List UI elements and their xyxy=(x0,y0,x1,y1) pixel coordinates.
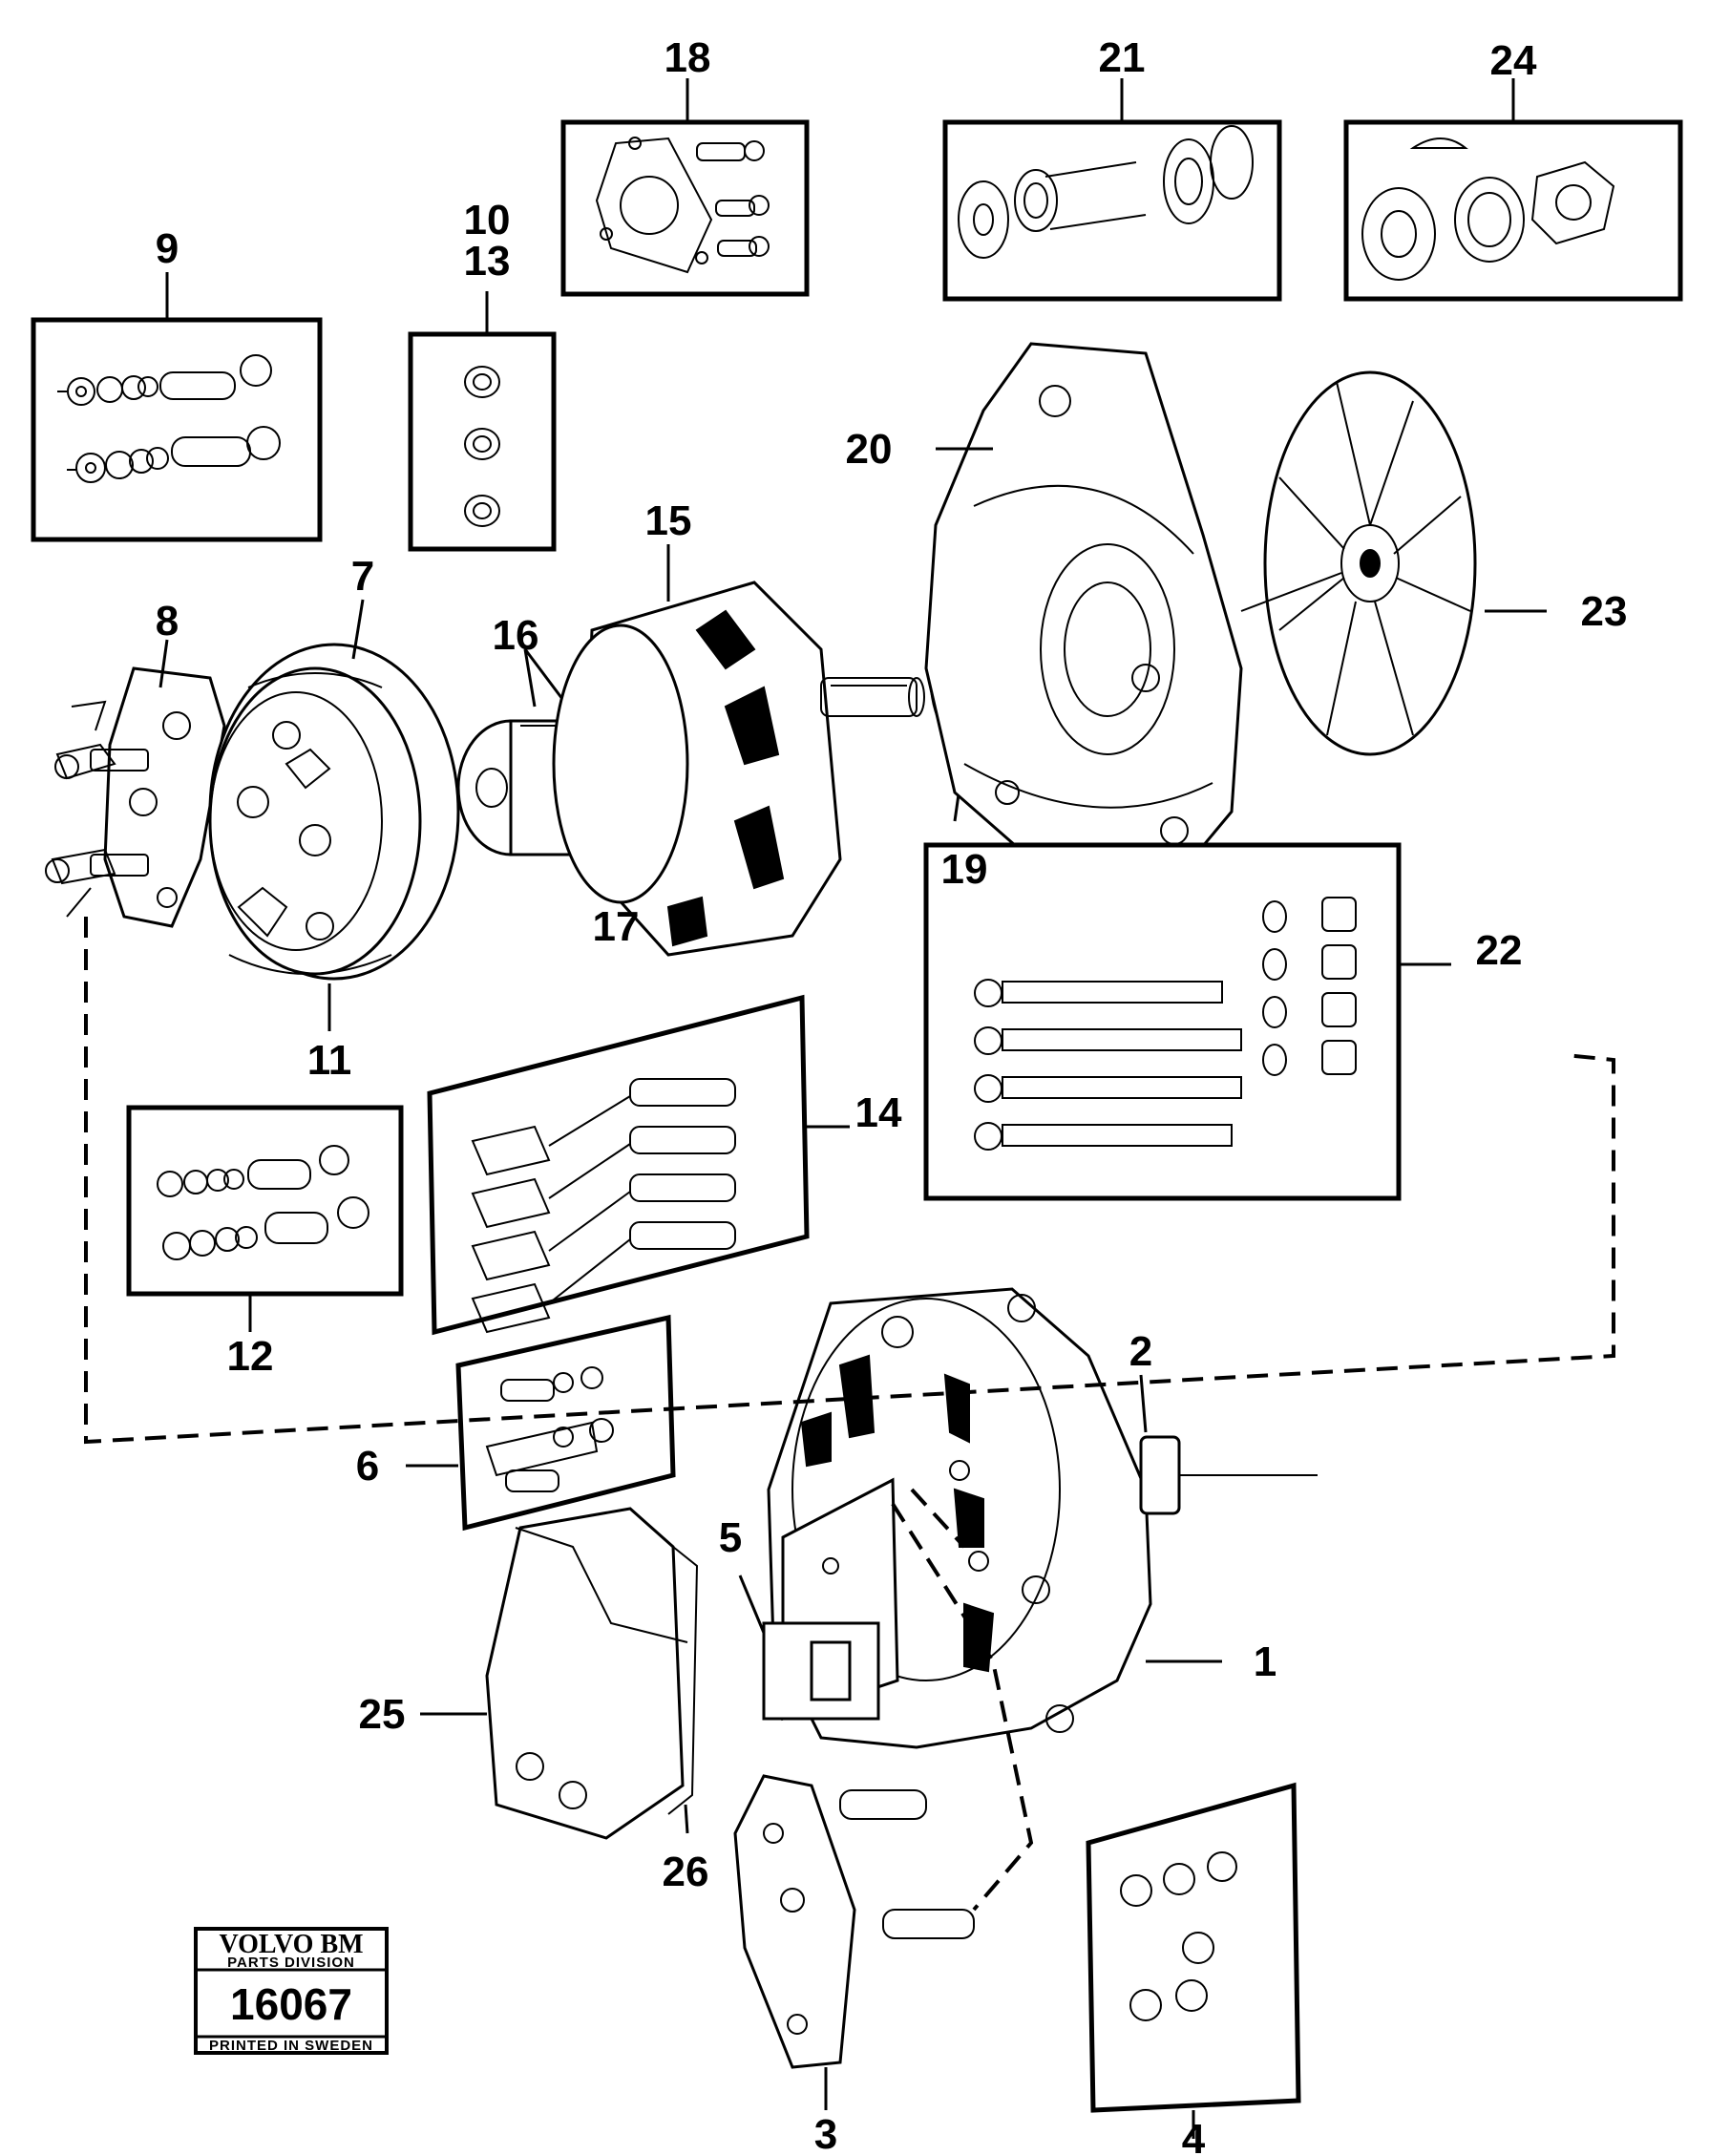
label-2: 2 xyxy=(1129,1328,1152,1375)
part-group-24 xyxy=(1343,78,1683,302)
label-26: 26 xyxy=(663,1849,709,1895)
stamp-brand: VOLVO BM xyxy=(219,1930,363,1959)
stamp-footer: PRINTED IN SWEDEN xyxy=(209,2038,373,2054)
label-25: 25 xyxy=(359,1691,406,1738)
label-6: 6 xyxy=(356,1443,379,1490)
label-20: 20 xyxy=(846,426,893,473)
label-1: 1 xyxy=(1254,1638,1276,1685)
stamp-number: 16067 xyxy=(230,1979,352,2029)
part-3-diode-plate xyxy=(733,1774,975,2110)
part-group-9 xyxy=(31,272,323,542)
label-17: 17 xyxy=(593,903,640,950)
label-9: 9 xyxy=(156,225,179,272)
part-7-stator xyxy=(208,599,460,981)
connection-dashed-lines xyxy=(84,917,1615,1912)
part-number-labels: 18 21 24 10 13 9 20 15 7 23 8 16 19 17 2… xyxy=(156,34,1628,2156)
label-7: 7 xyxy=(351,553,374,600)
volvo-bm-stamp: VOLVO BM PARTS DIVISION 16067 PRINTED IN… xyxy=(194,1927,389,2055)
label-19: 19 xyxy=(941,846,988,893)
label-16: 16 xyxy=(493,612,539,659)
part-group-14 xyxy=(427,994,850,1336)
label-4: 4 xyxy=(1182,2116,1206,2156)
part-23-fan xyxy=(1240,370,1547,756)
label-15: 15 xyxy=(645,497,692,544)
label-18: 18 xyxy=(665,34,711,81)
part-group-22 xyxy=(923,842,1451,1201)
label-11: 11 xyxy=(307,1037,352,1084)
label-14: 14 xyxy=(855,1089,902,1136)
part-group-18 xyxy=(560,78,810,297)
part-group-21 xyxy=(942,78,1282,302)
part-15-rotor xyxy=(552,544,925,957)
part-20-end-shield xyxy=(924,342,1243,880)
label-23: 23 xyxy=(1581,588,1628,635)
part-group-6 xyxy=(406,1314,676,1532)
label-12: 12 xyxy=(227,1333,274,1380)
part-5-brush-holder xyxy=(738,1477,899,1722)
label-3: 3 xyxy=(814,2111,837,2156)
part-25-cover xyxy=(420,1507,699,1840)
label-5: 5 xyxy=(719,1514,742,1561)
label-13: 13 xyxy=(464,238,511,285)
part-group-4 xyxy=(1086,1782,1301,2139)
part-group-10-13 xyxy=(408,291,557,552)
label-8: 8 xyxy=(156,598,179,645)
label-21: 21 xyxy=(1099,34,1146,81)
label-10: 10 xyxy=(464,197,511,243)
label-22: 22 xyxy=(1476,927,1523,974)
part-group-12 xyxy=(126,1105,404,1332)
stamp-division: PARTS DIVISION xyxy=(227,1955,355,1971)
part-8-rectifier-plate xyxy=(45,639,226,928)
label-24: 24 xyxy=(1490,37,1537,84)
